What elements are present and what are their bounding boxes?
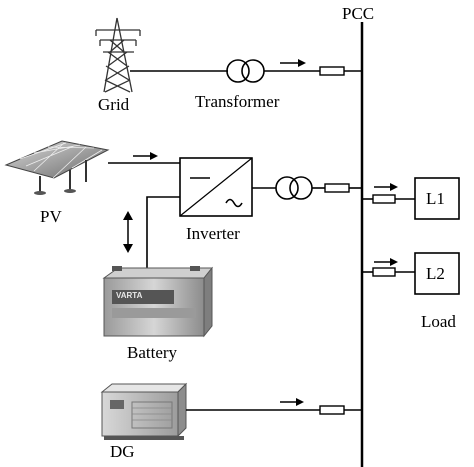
load2-flow-arrow-icon <box>374 258 398 266</box>
pv-flow-arrow-icon <box>133 152 158 160</box>
grid-breaker <box>319 66 345 76</box>
battery-flow-arrow-icon <box>123 211 133 253</box>
inverter-transformer-icon <box>275 176 313 200</box>
inverter-breaker <box>324 183 350 193</box>
transformer-icon <box>226 59 265 83</box>
battery-brand-logo: VARTA <box>116 291 143 300</box>
dg-breaker <box>319 405 345 415</box>
diesel-generator-icon <box>100 382 188 440</box>
grid-flow-arrow-icon <box>280 59 306 67</box>
pv-label: PV <box>40 207 62 226</box>
load1-breaker <box>372 194 396 204</box>
load2-breaker <box>372 267 396 277</box>
inverter-label: Inverter <box>186 224 240 243</box>
load1-box <box>414 177 460 220</box>
load1-flow-arrow-icon <box>374 183 398 191</box>
grid-tower-icon <box>95 17 141 93</box>
pcc-label: PCC <box>342 4 375 23</box>
battery-label: Battery <box>127 343 178 362</box>
battery-link-line <box>146 196 180 272</box>
load-title-label: Load <box>421 312 456 331</box>
load2-label: L2 <box>426 264 445 283</box>
dg-flow-arrow-icon <box>280 398 304 406</box>
pv-panel-icon <box>4 140 110 195</box>
load2-box <box>414 252 460 295</box>
load1-label: L1 <box>426 189 445 208</box>
grid-label: Grid <box>98 95 130 114</box>
dg-label: DG <box>110 442 135 461</box>
inverter-icon <box>179 157 253 217</box>
transformer-label: Transformer <box>195 92 280 111</box>
battery-icon <box>102 266 214 338</box>
